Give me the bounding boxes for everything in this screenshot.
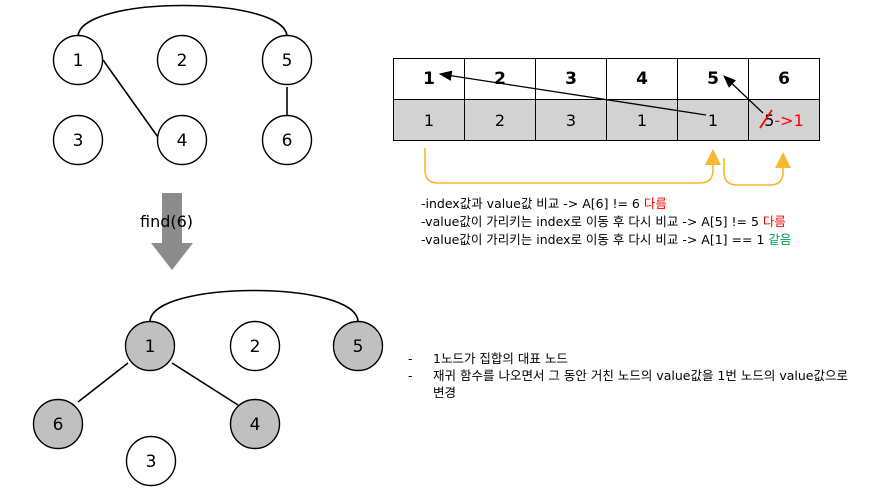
index-cell: 2 <box>464 58 536 100</box>
value-row: 1 2 3 1 1 5->1 <box>393 99 820 141</box>
node-3: 3 <box>52 114 104 166</box>
node-6-after: 6 <box>32 398 84 450</box>
edge-1-5-after <box>149 289 359 323</box>
new-value: ->1 <box>774 110 804 130</box>
svg-text:4: 4 <box>250 415 261 435</box>
svg-text:3: 3 <box>146 452 157 472</box>
old-value: 5 <box>764 110 775 130</box>
index-cell: 6 <box>748 58 820 100</box>
node-4-after: 4 <box>229 398 281 450</box>
step-line: -value값이 가리키는 index로 이동 후 다시 비교 -> A[5] … <box>421 214 786 229</box>
edge-1-4 <box>102 59 161 141</box>
operation-label: find(6) <box>140 212 194 231</box>
value-cell: 2 <box>464 99 536 141</box>
value-cell: 1 <box>606 99 678 141</box>
value-cell: 1 <box>393 99 465 141</box>
svg-text:1: 1 <box>145 337 156 357</box>
index-cell: 4 <box>606 58 678 100</box>
node-5: 5 <box>261 34 313 86</box>
before-graph: 1 2 5 3 4 6 <box>52 4 313 166</box>
steps-list: -index값과 value값 비교 -> A[6] != 6 다름 -valu… <box>421 195 791 249</box>
notes-list: - 1노드가 집합의 대표 노드 - 재귀 함수를 나오면서 그 동안 거친 노… <box>408 350 863 401</box>
svg-text:2: 2 <box>250 337 261 357</box>
note-item: - 재귀 함수를 나오면서 그 동안 거친 노드의 value값을 1번 노드의… <box>408 368 848 400</box>
index-row: 1 2 3 4 5 6 <box>393 58 820 100</box>
svg-text:6: 6 <box>282 131 293 151</box>
svg-text:4: 4 <box>177 131 188 151</box>
node-2: 2 <box>156 34 208 86</box>
svg-text:5: 5 <box>282 51 293 71</box>
node-5-after: 5 <box>332 320 384 372</box>
value-cell-changed: 5->1 <box>748 99 820 141</box>
index-cell: 5 <box>677 58 749 100</box>
svg-text:1: 1 <box>73 51 84 71</box>
index-cell: 3 <box>535 58 607 100</box>
node-1-after: 1 <box>124 320 176 372</box>
node-3-after: 3 <box>125 435 177 487</box>
node-4: 4 <box>156 114 208 166</box>
node-2-after: 2 <box>229 320 281 372</box>
note-item: - 1노드가 집합의 대표 노드 <box>408 351 568 366</box>
node-6: 6 <box>261 114 313 166</box>
index-cell: 1 <box>393 58 465 100</box>
value-cell: 3 <box>535 99 607 141</box>
svg-text:3: 3 <box>73 131 84 151</box>
edge-1-6 <box>77 362 129 403</box>
step-line: -index값과 value값 비교 -> A[6] != 6 다름 <box>421 196 667 211</box>
down-arrow <box>151 193 193 270</box>
svg-text:2: 2 <box>177 51 188 71</box>
step-line: -value값이 가리키는 index로 이동 후 다시 비교 -> A[1] … <box>421 232 792 247</box>
after-graph: 1 2 5 6 4 3 <box>32 289 384 487</box>
svg-text:6: 6 <box>53 415 64 435</box>
svg-text:5: 5 <box>353 337 364 357</box>
value-cell: 1 <box>677 99 749 141</box>
edge-1-4-after <box>171 362 239 406</box>
node-1: 1 <box>52 34 104 86</box>
union-find-table: 1 2 3 4 5 6 1 2 3 1 1 5->1 <box>393 58 820 141</box>
edge-1-5 <box>77 4 288 38</box>
